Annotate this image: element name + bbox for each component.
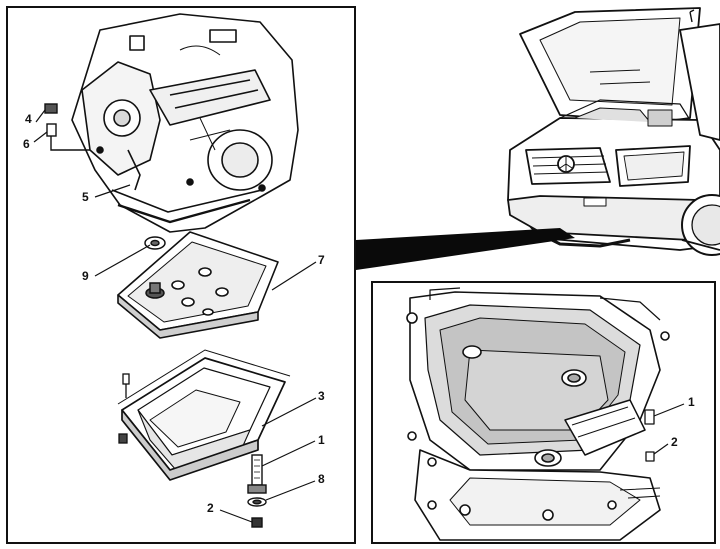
transmission-housing <box>71 13 299 233</box>
callout-label-8: 8 <box>318 472 325 486</box>
callout-label-1: 1 <box>318 433 325 447</box>
callout-label-6: 6 <box>23 137 30 151</box>
drain-plug-assembly <box>247 454 267 528</box>
callout-label-4: 4 <box>25 112 32 126</box>
callout-label-5: 5 <box>82 190 89 204</box>
leader-lines-inset <box>653 403 685 455</box>
inset-callout-label-2: 2 <box>671 435 678 449</box>
inset-callout-label-1: 1 <box>688 395 695 409</box>
filter-screen <box>117 231 279 339</box>
fitting-parts <box>44 103 90 151</box>
callout-wedge <box>356 228 575 270</box>
pan-gasket-line <box>117 349 291 405</box>
filter-seal-part-9 <box>144 236 166 299</box>
leader-lines-left <box>33 109 317 523</box>
oil-pan <box>121 357 286 481</box>
underside-view <box>406 287 670 541</box>
left-panel-frame <box>6 6 356 544</box>
callout-label-9: 9 <box>82 269 89 283</box>
callout-label-2: 2 <box>207 501 214 515</box>
pan-bolts-left <box>118 373 130 444</box>
inset-panel-frame <box>371 281 716 544</box>
callout-label-7: 7 <box>318 253 325 267</box>
vehicle-front <box>507 7 720 256</box>
callout-label-3: 3 <box>318 389 325 403</box>
